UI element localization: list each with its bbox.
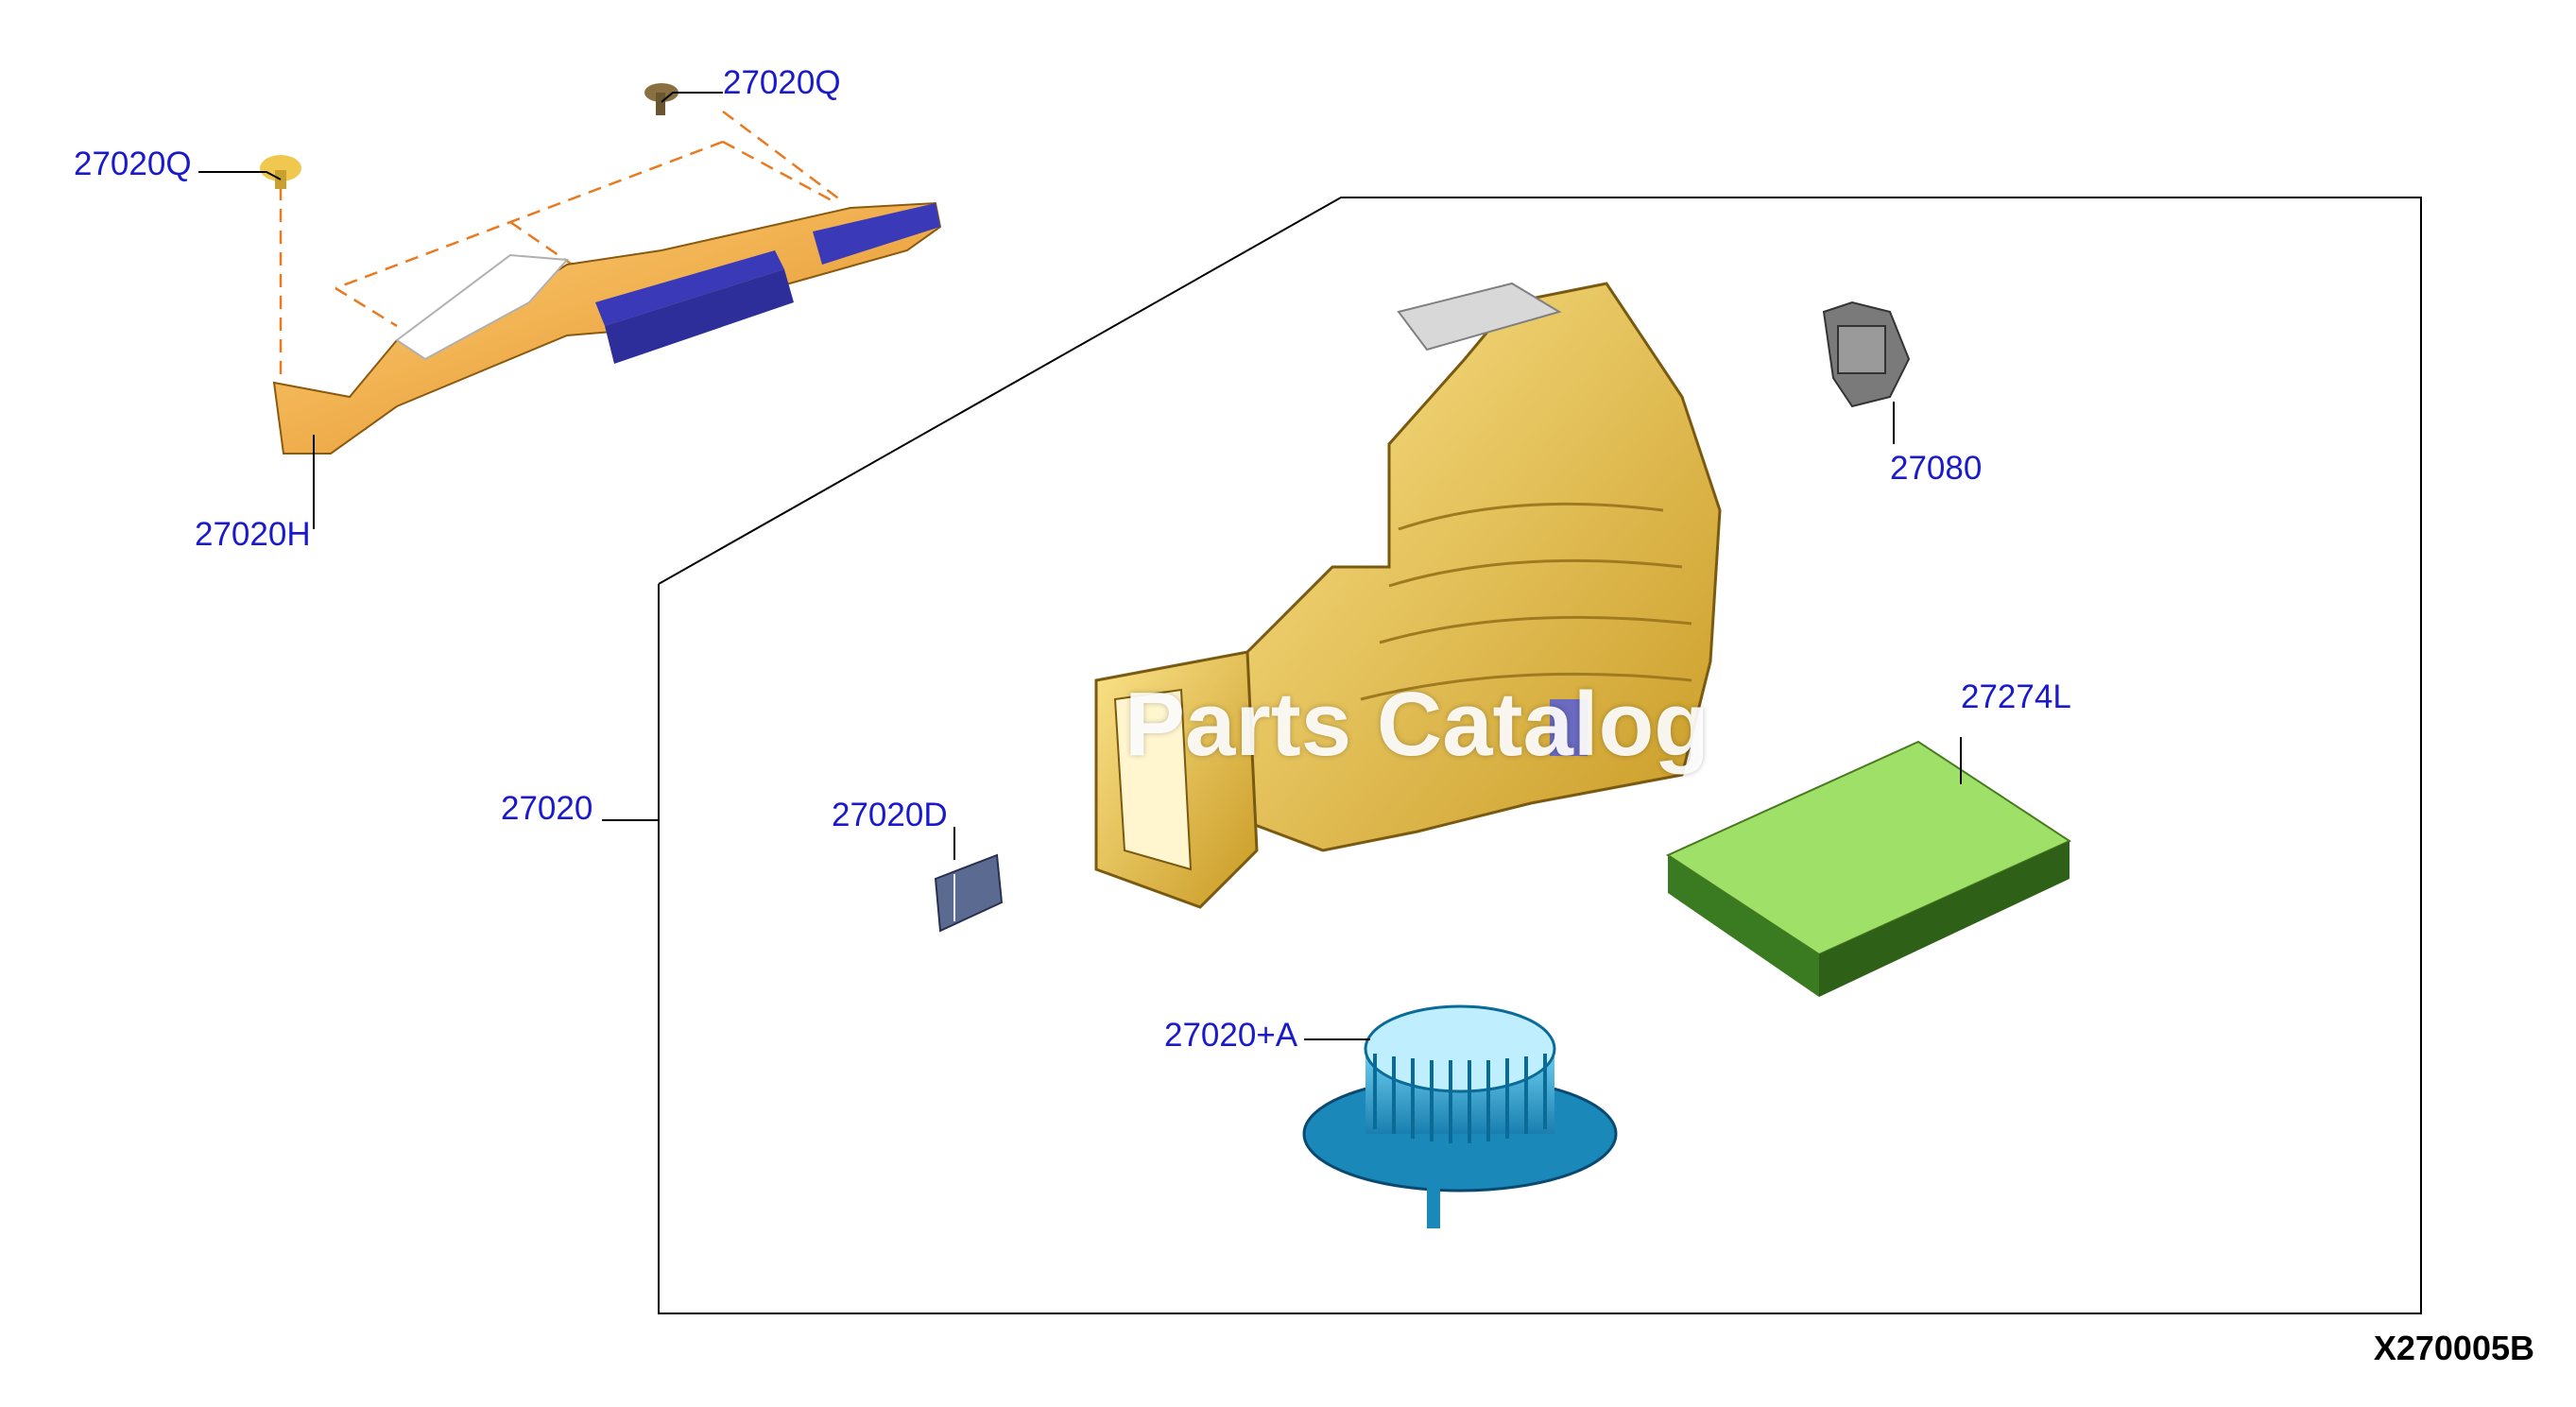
blower-housing-icon[interactable] <box>1094 282 1722 909</box>
callout-27020q-top[interactable]: 27020Q <box>723 64 841 101</box>
cabin-filter-icon[interactable] <box>1665 740 2072 997</box>
bracket-icon[interactable] <box>934 853 1004 933</box>
callout-27020h[interactable]: 27020H <box>195 516 311 553</box>
callout-27080[interactable]: 27080 <box>1890 450 1983 487</box>
watermark: Parts Catalog <box>1125 674 1709 775</box>
assembly-boundary <box>658 197 2422 1314</box>
diagram-code: X270005B <box>2373 1329 2534 1367</box>
duct-icon[interactable] <box>272 201 942 455</box>
callout-27020[interactable]: 27020 <box>501 790 593 827</box>
clip-icon[interactable] <box>644 83 678 115</box>
callout-27020d[interactable]: 27020D <box>832 797 948 833</box>
callout-27274l[interactable]: 27274L <box>1961 678 2071 715</box>
fan-wheel-icon[interactable] <box>1302 1004 1618 1228</box>
callout-27020q-left[interactable]: 27020Q <box>74 146 192 182</box>
actuator-motor-icon[interactable] <box>1822 300 1911 408</box>
leader-lines <box>198 92 1962 1040</box>
callout-27020-a[interactable]: 27020+A <box>1164 1017 1298 1054</box>
